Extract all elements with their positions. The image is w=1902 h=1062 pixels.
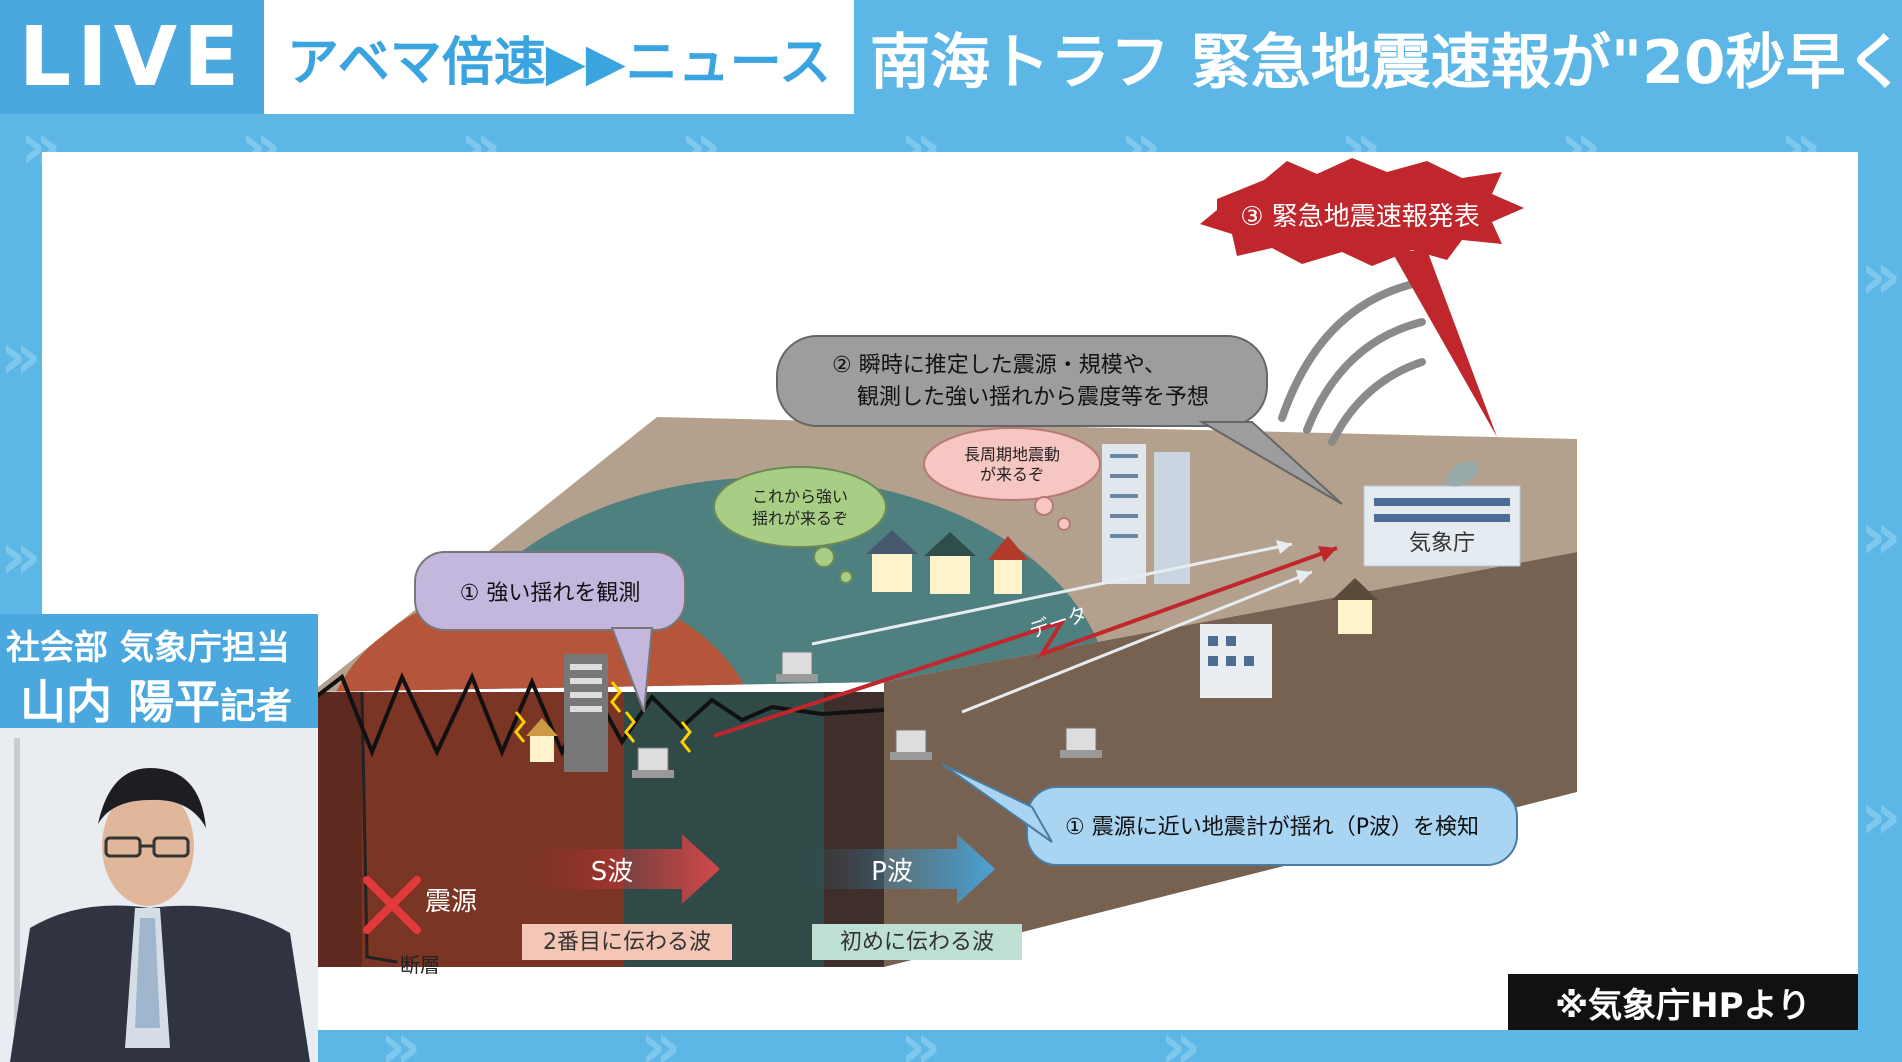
p-wave-desc-box (812, 924, 1022, 960)
fault-label: 断層 (400, 953, 440, 977)
epicenter-x-icon (363, 876, 421, 934)
step3-announce: ③ 緊急地震速報発表 (1240, 202, 1480, 232)
data-arrow (811, 542, 1293, 646)
reporter-title: 記者 (220, 686, 293, 727)
source-note: ※気象庁HPより (1508, 974, 1858, 1030)
bubble-pink-line1: 長周期地震動 (964, 445, 1060, 464)
step2-line2: 観測した強い揺れから震度等を予想 (857, 385, 1209, 410)
data-arrowhead (1276, 540, 1292, 554)
step1-strong-callout (414, 551, 686, 631)
step2-callout-tail (1198, 421, 1343, 505)
thought-bubble-dot (1034, 496, 1054, 516)
alert-burst-tail (1392, 250, 1497, 437)
data-arrowhead (1296, 570, 1312, 584)
bubble-green-line2: 揺れが来るぞ (752, 509, 848, 528)
house-icon (1332, 578, 1378, 634)
front-face-p-zone (624, 692, 824, 967)
p-wave-arrow (802, 834, 995, 904)
reporter-name-line: 山内 陽平記者 (20, 666, 292, 732)
office-building-icon (1200, 624, 1272, 698)
fault-step (312, 692, 362, 967)
alert-data-arrow (713, 546, 1338, 738)
reporter-camera-feed (0, 728, 318, 1062)
s-wave-label: S波 (591, 857, 634, 887)
bubble-pink-line2: が来るぞ (980, 465, 1044, 484)
live-badge: LIVE (0, 0, 264, 114)
step1-pwave-callout (1026, 786, 1518, 866)
reporter-name: 山内 陽平 (20, 675, 221, 729)
s-wave-desc-box (522, 924, 732, 960)
agency-building-icon (1363, 461, 1521, 567)
thought-bubble-green (713, 466, 887, 548)
step1-strong-text: ① 強い揺れを観測 (460, 581, 641, 606)
seismometer-icon (890, 729, 932, 760)
step1-pwave-text: ① 震源に近い地震計が揺れ（P波）を検知 (1065, 815, 1479, 840)
agency-label: 気象庁 (1409, 531, 1475, 556)
reporter-figure (0, 728, 318, 1062)
step1-strong-callout-tail (610, 627, 654, 713)
fault-line (360, 691, 398, 964)
p-wave-label: P波 (871, 857, 913, 887)
thought-bubble-pink (923, 427, 1101, 501)
thought-bubble-dot (813, 546, 835, 568)
step1-pwave-callout-tail (941, 763, 1053, 843)
house-icon (866, 530, 918, 592)
seismometer-icon (776, 651, 818, 682)
bubble-green-line1: これから強い (752, 487, 848, 506)
reporter-caption: 社会部 気象庁担当 山内 陽平記者 (0, 614, 318, 729)
alert-burst (1200, 158, 1524, 266)
headline: 南海トラフ 緊急地震速報が"20秒早く" (870, 27, 1902, 98)
diagram-panel: S波 P波 2番目に伝わる波 初めに伝わる波 震源 断層 (42, 152, 1858, 1030)
program-logo: アベマ倍速▶▶ニュース (264, 0, 854, 114)
p-wave-desc: 初めに伝わる波 (840, 930, 994, 955)
thought-bubble-dot (839, 570, 853, 584)
alert-arrowhead (1318, 546, 1337, 562)
house-icon (924, 532, 976, 594)
thought-bubble-dot (1057, 517, 1071, 531)
s-wave-desc: 2番目に伝わる波 (543, 930, 711, 955)
shaking-lines-icon (514, 681, 692, 753)
radio-signal-icon (1278, 278, 1426, 446)
seismometer-icon (1060, 727, 1102, 758)
earthquake-warning-diagram: S波 P波 2番目に伝わる波 初めに伝わる波 震源 断層 (310, 158, 1577, 977)
house-icon (988, 536, 1028, 594)
reporter-department: 社会部 気象庁担当 (6, 628, 290, 668)
house-icon (526, 718, 558, 762)
seismometer-icon (632, 747, 674, 778)
step2-line1: ② 瞬時に推定した震源・規模や、 (832, 353, 1166, 378)
data-arrow (961, 570, 1313, 714)
city-towers-icon (1102, 444, 1190, 584)
step2-callout (776, 335, 1268, 427)
high-rise-icon (564, 654, 608, 772)
s-wave-zone (322, 582, 762, 692)
epicenter-label: 震源 (425, 887, 477, 917)
s-wave-arrow (532, 834, 720, 904)
